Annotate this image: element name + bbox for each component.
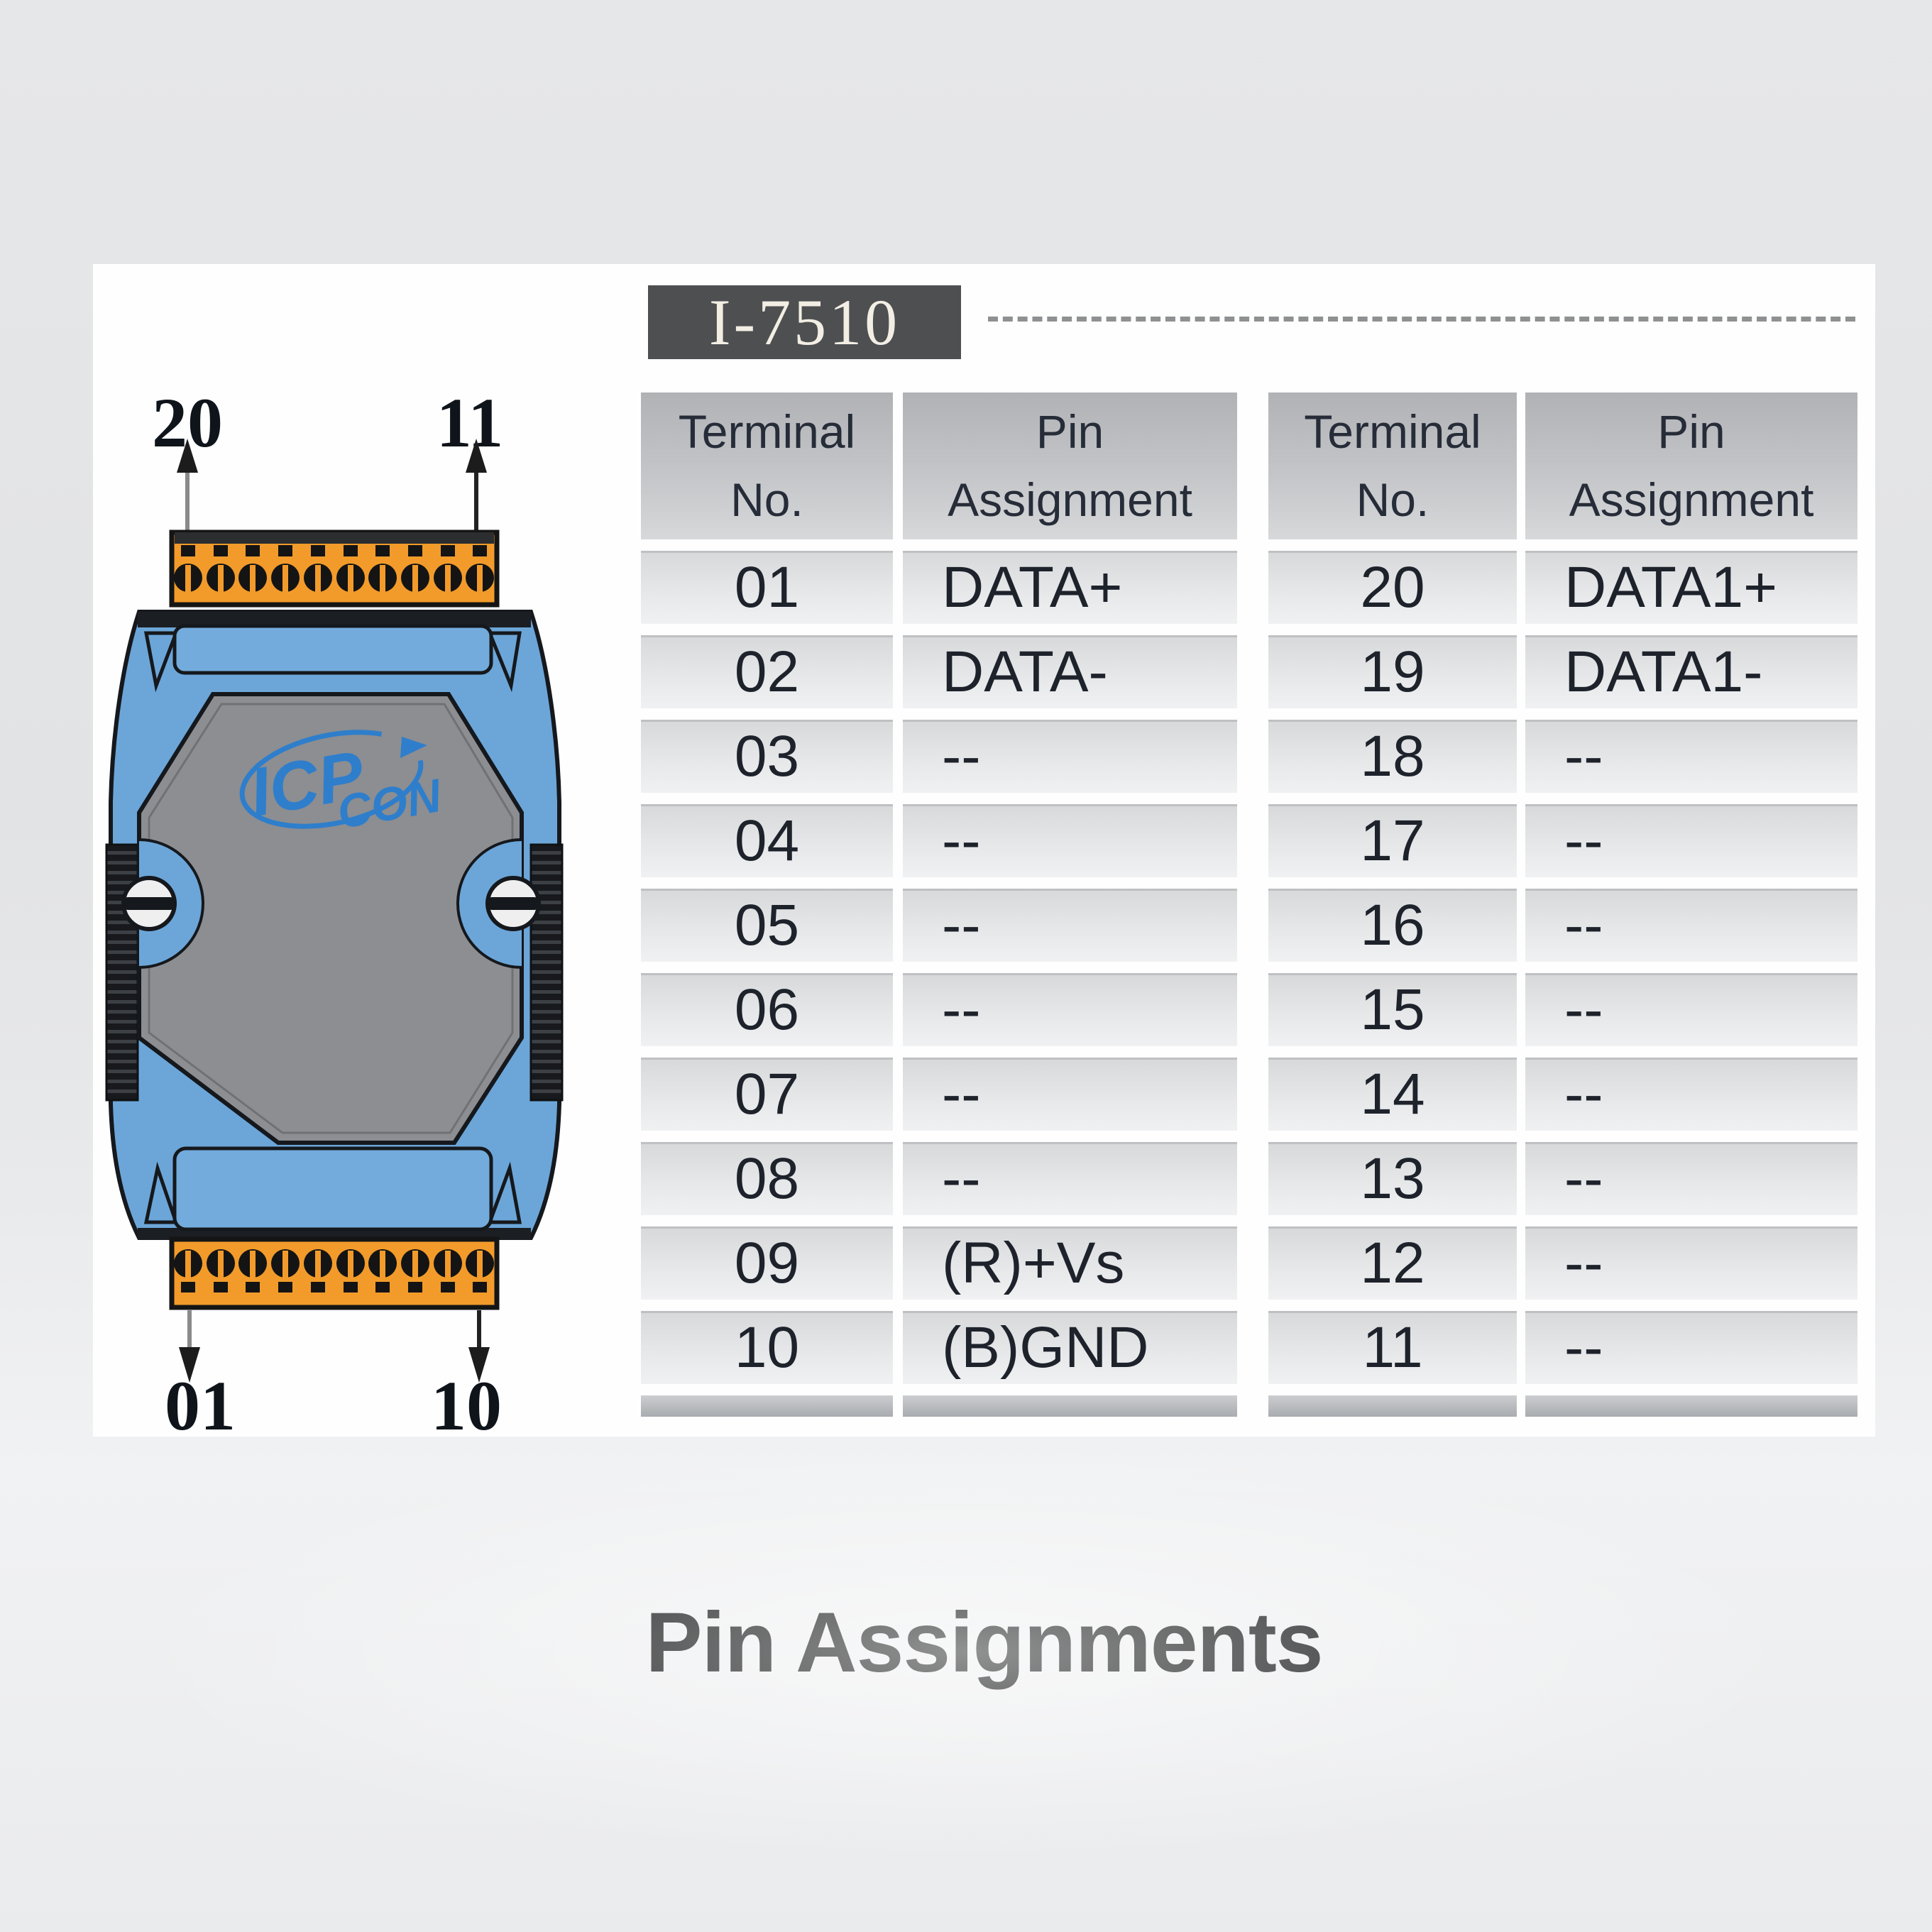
arrow-down-left xyxy=(179,1310,200,1383)
terminal-no-cell: 08 xyxy=(641,1142,893,1215)
terminal-no-cell: 01 xyxy=(641,551,893,624)
pin-assignment-cell: -- xyxy=(1525,1142,1857,1215)
arrow-up-right xyxy=(466,439,487,537)
terminal-no-cell: 03 xyxy=(641,720,893,793)
table-cutoff-row xyxy=(641,1395,893,1417)
table-cutoff-row xyxy=(903,1395,1237,1417)
terminal-block-bottom xyxy=(169,1236,500,1310)
pin-assignment-cell: DATA1- xyxy=(1525,635,1857,708)
terminal-no-cell: 16 xyxy=(1268,889,1517,962)
terminal-no-cell: 12 xyxy=(1268,1226,1517,1300)
top-plate xyxy=(172,624,493,675)
vent-slots xyxy=(143,631,522,1224)
pin-assignment-cell: -- xyxy=(1525,973,1857,1046)
pin-table-right: Terminal No. Pin Assignment 20 DATA1+ 19… xyxy=(1268,393,1857,1384)
column-header: Terminal No. xyxy=(641,393,893,539)
pin-assignment-cell: -- xyxy=(903,889,1237,962)
page-title: Pin Assignments xyxy=(645,1595,1323,1690)
terminal-no-cell: 05 xyxy=(641,889,893,962)
pin-label-bottom-left: 01 xyxy=(165,1366,236,1445)
bottom-plate xyxy=(172,1146,493,1231)
terminal-no-cell: 06 xyxy=(641,973,893,1046)
pin-assignment-cell: -- xyxy=(1525,804,1857,877)
pin-label-top-right: 11 xyxy=(437,383,503,462)
terminal-no-cell: 14 xyxy=(1268,1058,1517,1131)
column-header: Terminal No. xyxy=(1268,393,1517,539)
terminal-no-cell: 11 xyxy=(1268,1311,1517,1384)
terminal-no-cell: 07 xyxy=(641,1058,893,1131)
pin-assignment-cell: DATA1+ xyxy=(1525,551,1857,624)
arrow-up-left xyxy=(177,439,198,537)
arrow-down-right xyxy=(468,1310,490,1383)
pin-assignment-cell: -- xyxy=(1525,720,1857,793)
pin-assignment-cell: -- xyxy=(1525,1058,1857,1131)
pin-assignment-cell: -- xyxy=(903,720,1237,793)
terminal-no-cell: 18 xyxy=(1268,720,1517,793)
pin-assignment-cell: (R)+Vs xyxy=(903,1226,1237,1300)
column-header: Pin Assignment xyxy=(1525,393,1857,539)
terminal-no-cell: 04 xyxy=(641,804,893,877)
device-illustration: 20 11 xyxy=(105,383,564,1445)
pin-assignment-cell: -- xyxy=(903,973,1237,1046)
terminal-no-cell: 20 xyxy=(1268,551,1517,624)
pin-assignment-cell: -- xyxy=(1525,1226,1857,1300)
model-label: I-7510 xyxy=(708,286,901,358)
terminal-no-cell: 15 xyxy=(1268,973,1517,1046)
fins-right xyxy=(529,843,564,1102)
top-edge-bar xyxy=(138,612,531,627)
pin-table-left: Terminal No. Pin Assignment 01 DATA+ 02 … xyxy=(641,393,1237,1384)
model-label-box: I-7510 xyxy=(648,285,961,359)
dashed-separator xyxy=(988,317,1855,322)
pin-assignment-cell: DATA+ xyxy=(903,551,1237,624)
terminal-no-cell: 02 xyxy=(641,635,893,708)
pin-assignment-cell: -- xyxy=(903,1142,1237,1215)
pin-assignment-cell: -- xyxy=(1525,889,1857,962)
pin-assignment-cell: (B)GND xyxy=(903,1311,1237,1384)
pin-assignment-cell: -- xyxy=(903,804,1237,877)
pin-assignment-cell: -- xyxy=(903,1058,1237,1131)
terminal-no-cell: 17 xyxy=(1268,804,1517,877)
screw-right xyxy=(485,876,541,931)
pin-label-bottom-right: 10 xyxy=(431,1366,502,1445)
pin-assignment-cell: -- xyxy=(1525,1311,1857,1384)
table-cutoff-row xyxy=(1268,1395,1517,1417)
terminal-no-cell: 10 xyxy=(641,1311,893,1384)
terminal-block-top xyxy=(169,529,500,608)
terminal-no-cell: 09 xyxy=(641,1226,893,1300)
terminal-no-cell: 19 xyxy=(1268,635,1517,708)
column-header: Pin Assignment xyxy=(903,393,1237,539)
terminal-no-cell: 13 xyxy=(1268,1142,1517,1215)
table-cutoff-row xyxy=(1525,1395,1857,1417)
screw-left xyxy=(121,876,177,931)
pin-assignment-cell: DATA- xyxy=(903,635,1237,708)
